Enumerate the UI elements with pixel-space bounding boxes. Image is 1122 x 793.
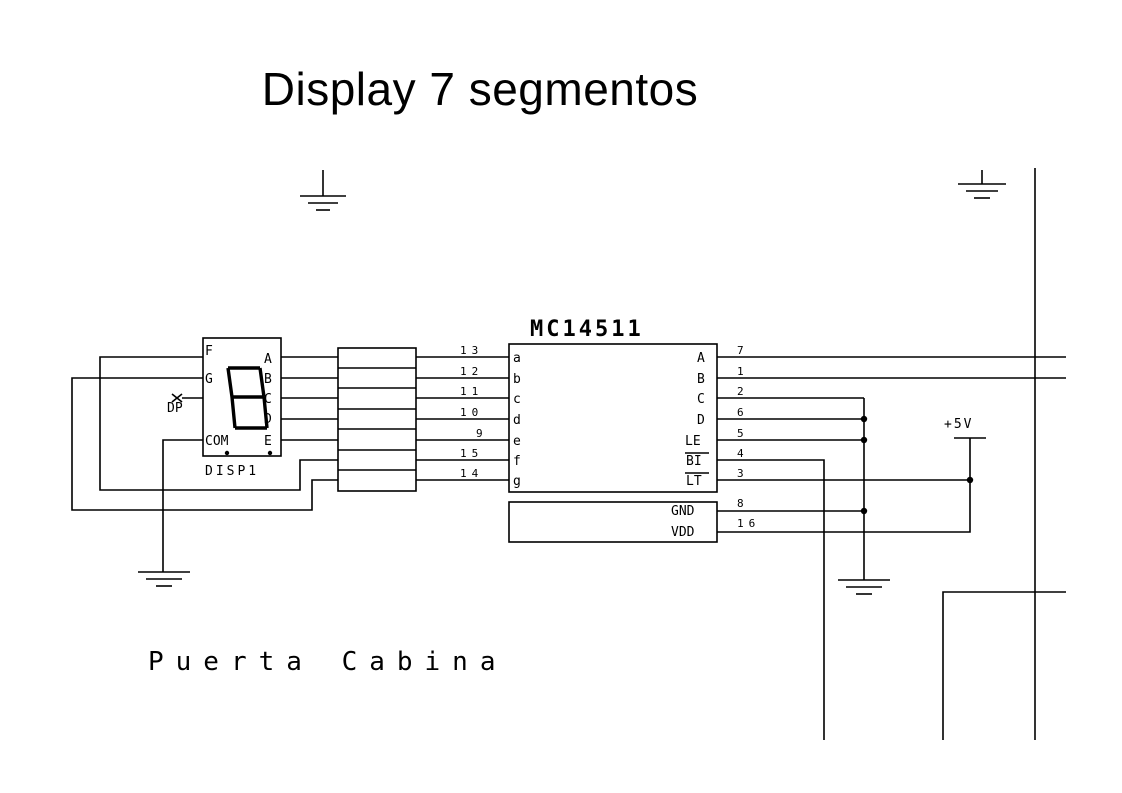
display-pin-dp: DP	[167, 401, 183, 416]
bus-line-lower	[942, 591, 1066, 740]
junction-dot	[860, 507, 868, 515]
decoder-pin-num: 11	[460, 385, 483, 398]
power-pin-vdd: VDD	[671, 525, 695, 540]
decoder-pin-num: 14	[460, 467, 483, 480]
decoder-input-label: b	[513, 372, 521, 387]
decoder-pin-num: 4	[737, 447, 749, 460]
display-pin-com: COM	[205, 434, 229, 449]
decoder-input-label: f	[513, 454, 521, 469]
decoder-pin-num: 6	[737, 406, 749, 419]
decoder-ic: MC14511 13 12 11 10 9 15 14 a b c d e f …	[460, 317, 749, 493]
decoder-pin-num: 7	[737, 344, 749, 357]
display-pin-c: C	[264, 392, 272, 407]
decoder-pin-num: 13	[460, 344, 483, 357]
decoder-pin-num: 9	[476, 427, 488, 440]
decoder-output-label: C	[697, 392, 705, 407]
decoder-pin-num: 10	[460, 406, 483, 419]
ground-symbol-display-com	[138, 571, 190, 587]
ground-symbol-top-right	[958, 170, 1006, 199]
wire-g	[71, 377, 338, 511]
decoder-output-label: BI	[686, 454, 702, 469]
display-pin-g: G	[205, 372, 213, 387]
junction-dot	[966, 476, 974, 484]
display-pin-b: B	[264, 372, 272, 387]
ground-symbol-top-left	[300, 170, 346, 211]
decoder-output-label: B	[697, 372, 705, 387]
wire-vdd	[717, 438, 971, 533]
decoder-pin-num: 1	[737, 365, 749, 378]
decoder-input-label: d	[513, 413, 521, 428]
supply-label: +5V	[944, 417, 973, 432]
power-pin-gnd: GND	[671, 504, 695, 519]
ground-symbol-decoder	[838, 579, 890, 595]
decoder-pin-num: 16	[737, 517, 760, 530]
slide-title: Display 7 segmentos	[261, 63, 699, 115]
seven-segment-display: F G COM A B C D E DP DISP1	[167, 337, 282, 479]
decoder-input-label: a	[513, 351, 521, 366]
decoder-pin-num: 2	[737, 385, 749, 398]
display-pin-d: D	[264, 412, 272, 427]
wire-f	[99, 356, 338, 491]
decoder-input-label: e	[513, 434, 521, 449]
junction-dot	[860, 436, 868, 444]
display-ref: DISP1	[205, 464, 259, 479]
decoder-output-label: LE	[685, 434, 701, 449]
display-pin-e: E	[264, 434, 272, 449]
display-pin-f: F	[205, 344, 213, 359]
decoder-pin-num: 12	[460, 365, 483, 378]
resistor-network	[337, 347, 417, 492]
display-pin-a: A	[264, 352, 272, 367]
decoder-pin-num: 5	[737, 427, 749, 440]
wire-bi	[717, 459, 825, 740]
decoder-output-label: A	[697, 351, 705, 366]
decoder-pin-num: 8	[737, 497, 749, 510]
decoder-pin-num: 3	[737, 467, 749, 480]
decoder-name: MC14511	[530, 317, 644, 342]
junction-dot	[860, 415, 868, 423]
schematic-caption: Puerta Cabina	[148, 647, 508, 677]
decoder-power-block: GND VDD 8 16	[508, 497, 760, 543]
decoder-output-label: D	[697, 413, 705, 428]
decoder-input-label: g	[513, 474, 521, 489]
wire-com	[162, 439, 203, 572]
decoder-input-label: c	[513, 392, 521, 407]
decoder-output-label: LT	[686, 474, 702, 489]
decoder-pin-num: 15	[460, 447, 483, 460]
